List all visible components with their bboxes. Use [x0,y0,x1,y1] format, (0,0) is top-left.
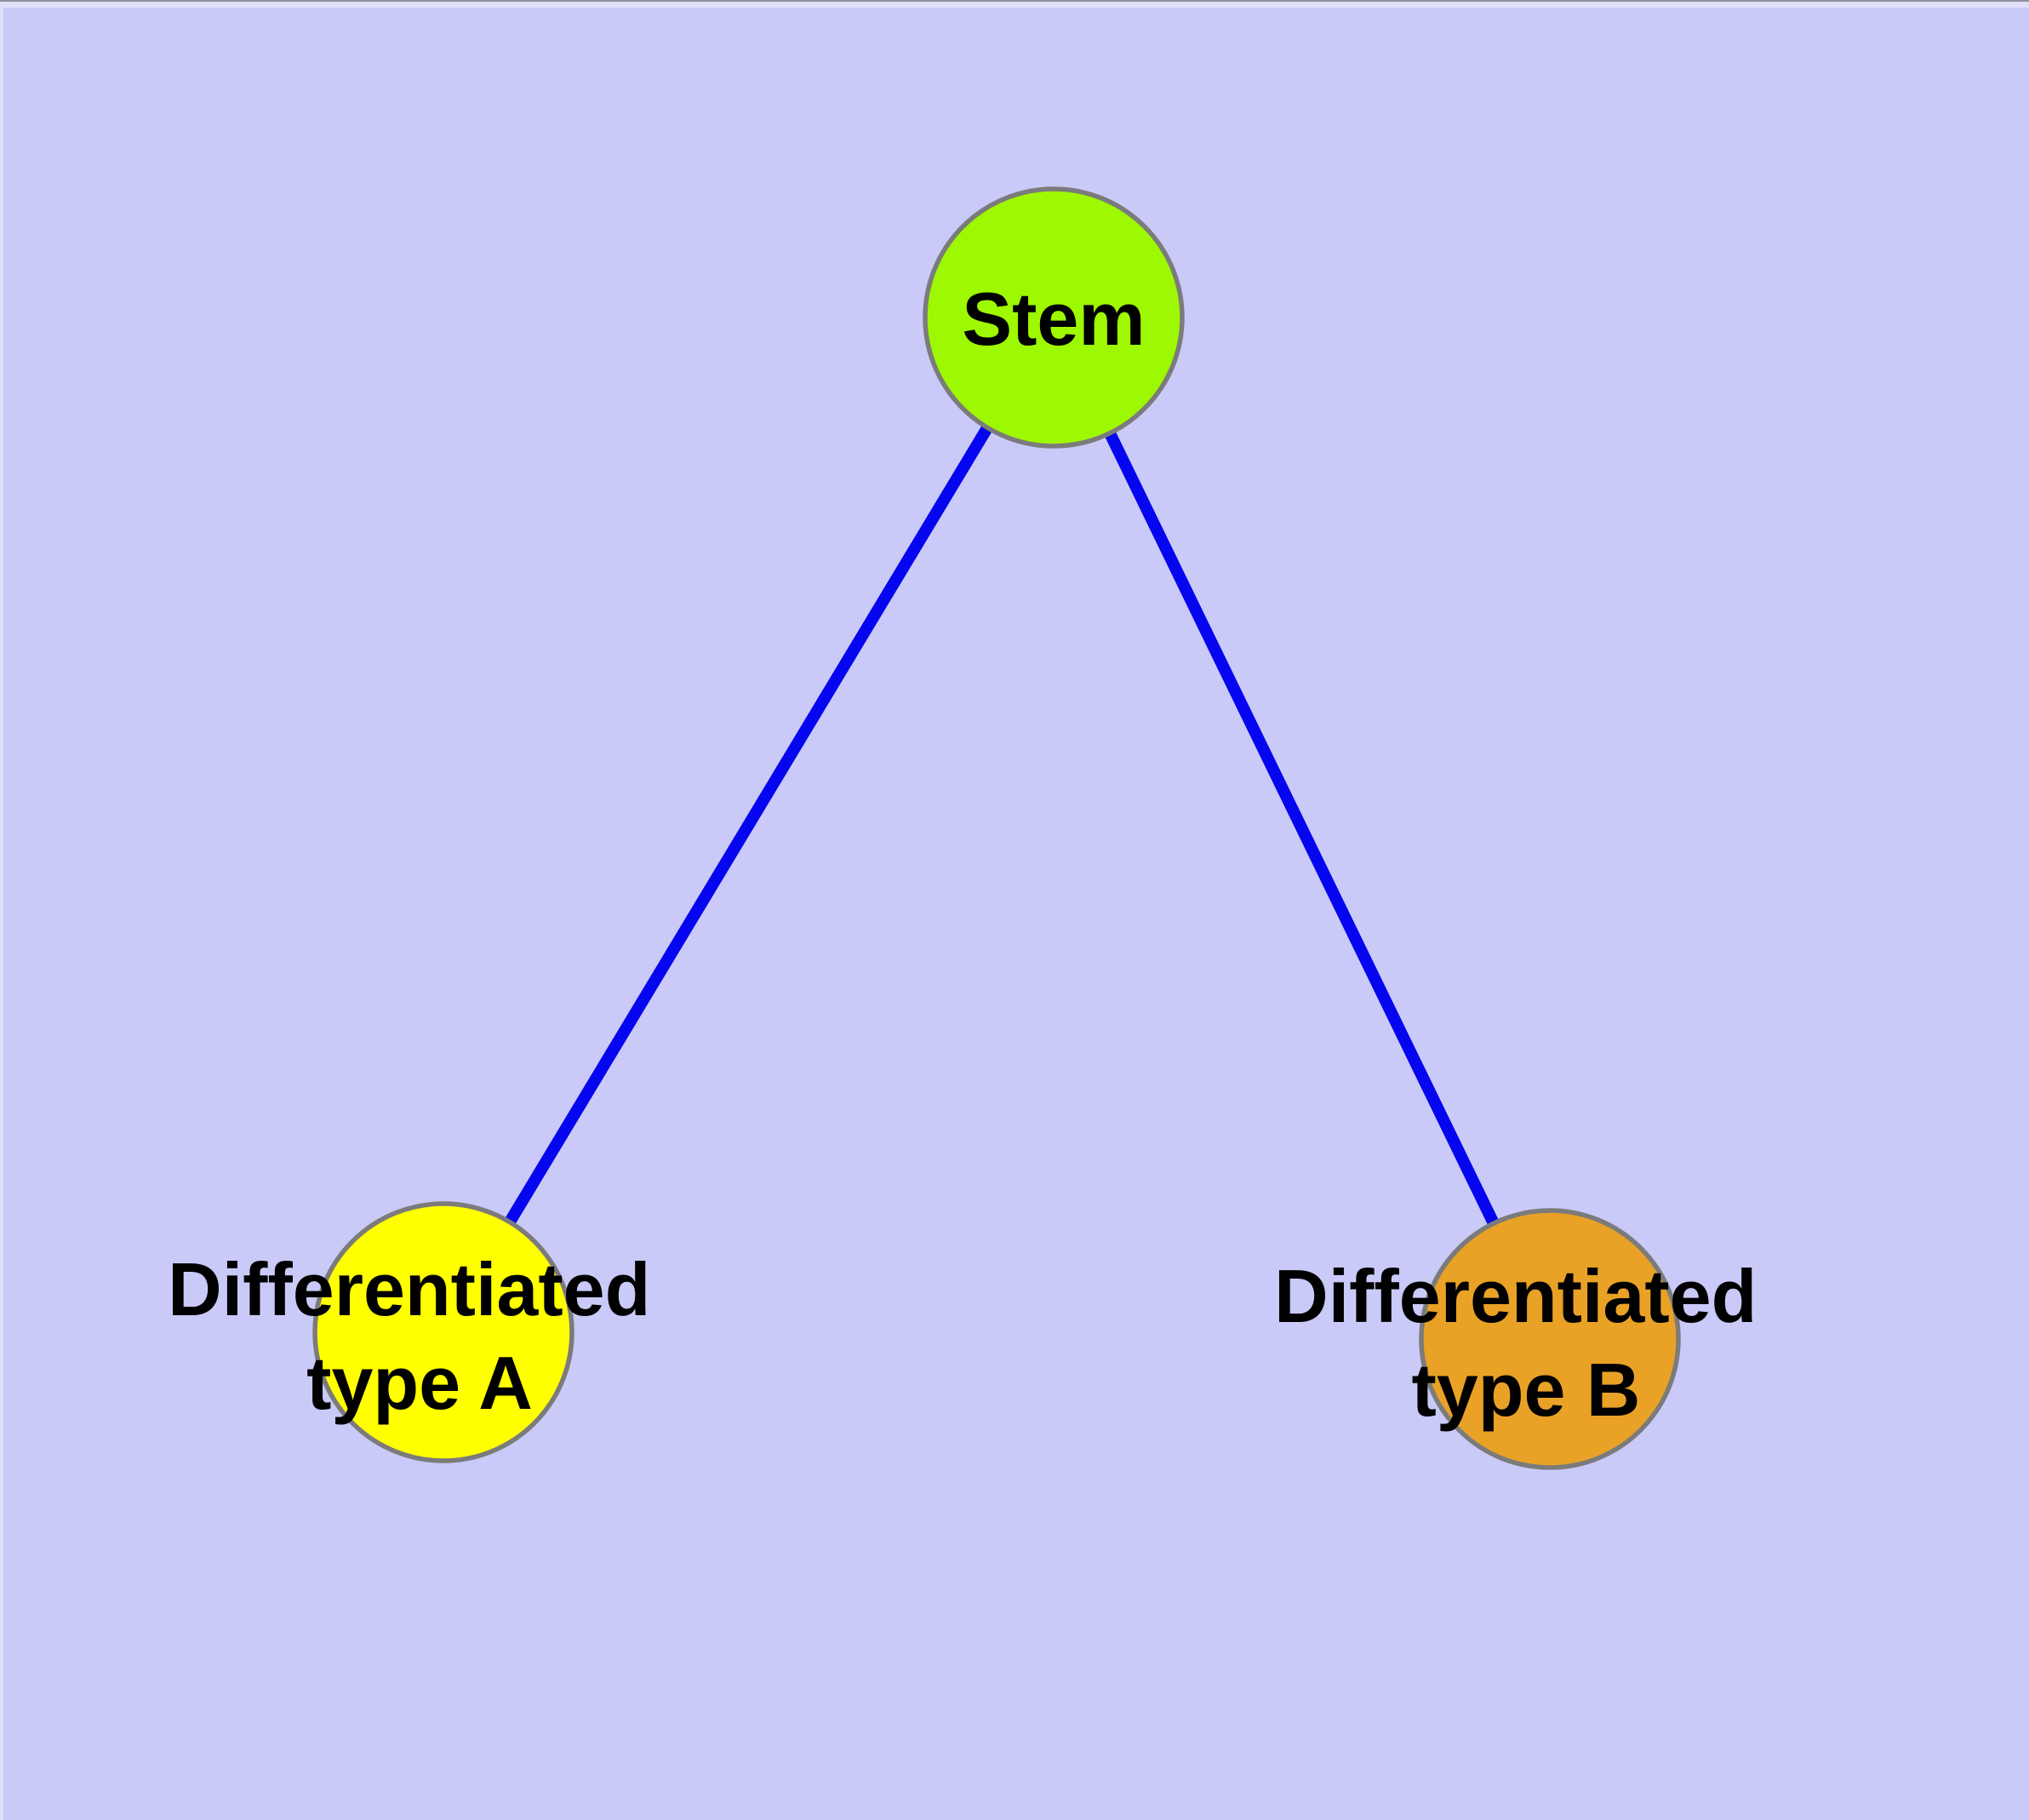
node-differentiated-type-a: Differentiated type A [168,1201,672,1463]
node-stem: Stem [923,186,1185,449]
stem-node-circle [923,186,1185,449]
stem-node-label: Stem [962,277,1145,361]
edge-stem-to-type-a [438,314,1059,1336]
type-a-node-label-line-1: Differentiated [168,1247,650,1331]
type-b-node-circle [1419,1208,1681,1470]
type-a-node-label: Differentiated type A [168,1247,672,1425]
type-a-node-circle [312,1201,574,1463]
type-b-node-label: Differentiated type B [1274,1254,1778,1432]
window-frame-highlight-left [0,2,3,1820]
edge-stem-to-type-b [1048,314,1556,1342]
window-frame-hairline-top [0,0,2029,2]
node-differentiated-type-b: Differentiated type B [1274,1208,1778,1470]
type-b-node-label-line-2: type B [1412,1348,1641,1432]
type-a-node-label-line-2: type A [306,1341,533,1425]
window-frame-highlight-top [0,2,2029,8]
type-b-node-label-line-1: Differentiated [1274,1254,1757,1338]
